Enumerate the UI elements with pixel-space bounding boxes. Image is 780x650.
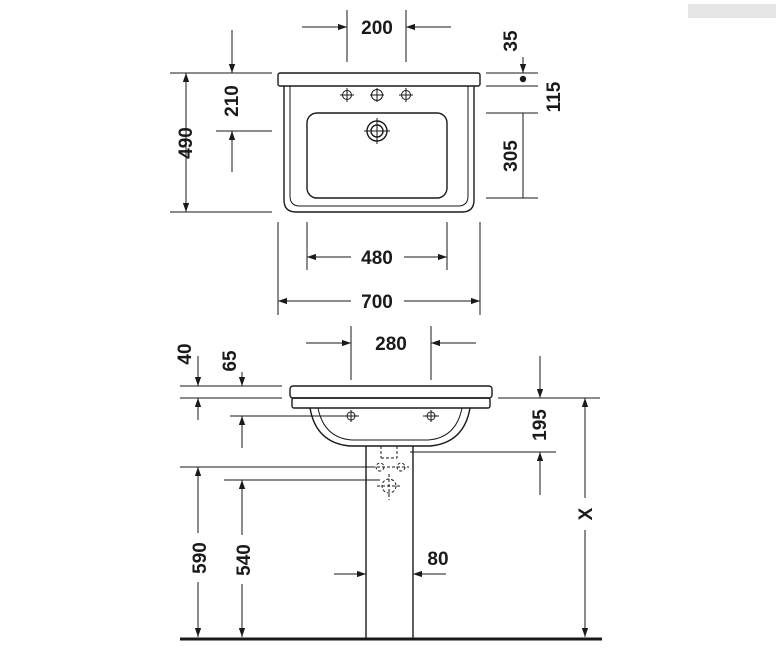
dim-bowl-depth: 305 bbox=[486, 112, 538, 199]
dim-height-x: X bbox=[576, 398, 597, 637]
label-bowl-depth: 305 bbox=[501, 140, 522, 172]
drain-top bbox=[364, 118, 390, 144]
label-rim-to-tap: 35 bbox=[501, 30, 522, 52]
basin-top-outline bbox=[277, 72, 481, 213]
label-rim-to-mount: 65 bbox=[220, 350, 241, 372]
label-pedestal-width: 80 bbox=[427, 549, 448, 570]
label-outlet-height-540: 540 bbox=[234, 544, 255, 576]
dim-overflow-depth: 210 bbox=[216, 30, 272, 172]
front-view: 280 40 65 195 bbox=[175, 326, 602, 641]
label-rim-thickness: 40 bbox=[175, 343, 196, 364]
label-tap-spacing: 200 bbox=[361, 18, 393, 39]
dim-outlet-height-540: 540 bbox=[224, 479, 380, 637]
label-height-x: X bbox=[576, 507, 597, 520]
dim-outlet-height-590: 590 bbox=[180, 466, 372, 637]
label-overflow-depth: 210 bbox=[222, 85, 243, 117]
dim-rim-to-tap: 35 bbox=[486, 30, 538, 87]
dim-rim-to-mount: 65 bbox=[220, 350, 343, 448]
dim-pedestal-width: 80 bbox=[334, 549, 449, 578]
dim-total-width: 700 bbox=[277, 222, 481, 315]
label-bowl-width: 480 bbox=[361, 248, 393, 269]
dim-tap-to-bowl: 115 bbox=[544, 81, 565, 112]
corner-watermark bbox=[688, 4, 776, 18]
dim-mount-to-outlet: 195 bbox=[410, 356, 600, 495]
label-outlet-height-590: 590 bbox=[190, 542, 211, 574]
dim-tap-spacing: 200 bbox=[302, 10, 451, 62]
tap-holes-front bbox=[343, 410, 439, 422]
label-mount-spacing: 280 bbox=[375, 334, 407, 355]
label-tap-to-bowl: 115 bbox=[544, 81, 565, 112]
tap-hole-center bbox=[370, 88, 384, 102]
dim-total-depth: 490 bbox=[170, 72, 272, 213]
dim-mount-spacing: 280 bbox=[306, 326, 476, 380]
label-total-width: 700 bbox=[361, 292, 393, 313]
basin-front-outline bbox=[289, 385, 493, 447]
dim-bowl-width: 480 bbox=[306, 222, 448, 270]
pedestal bbox=[365, 446, 414, 638]
tap-holes-top bbox=[340, 88, 413, 102]
label-total-depth: 490 bbox=[176, 127, 197, 159]
tap-hole-right bbox=[399, 88, 413, 102]
label-mount-to-outlet: 195 bbox=[530, 409, 551, 441]
top-view: 200 490 210 35 115 bbox=[170, 10, 565, 315]
tap-hole-left bbox=[340, 88, 354, 102]
